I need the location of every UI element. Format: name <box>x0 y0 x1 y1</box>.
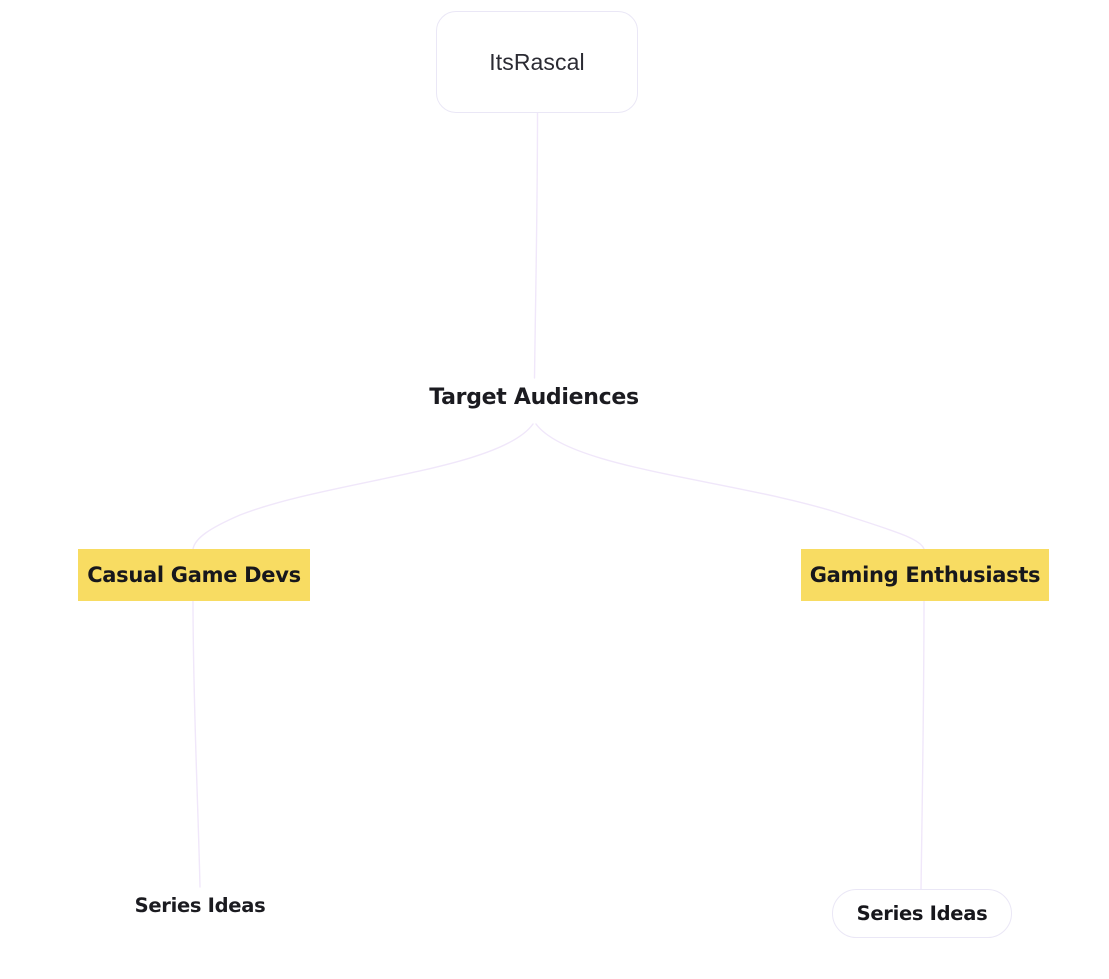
node-target-audiences[interactable]: Target Audiences <box>404 378 664 416</box>
edge-casual-to-series-left <box>192 600 201 888</box>
node-series-ideas-left[interactable]: Series Ideas <box>110 887 290 923</box>
node-series-ideas-right[interactable]: Series Ideas <box>832 889 1012 938</box>
node-target-audiences-label: Target Audiences <box>429 384 639 410</box>
node-series-ideas-left-label: Series Ideas <box>134 893 266 917</box>
node-gaming-enthusiasts[interactable]: Gaming Enthusiasts <box>801 549 1049 601</box>
node-root-label: ItsRascal <box>489 48 585 75</box>
edge-gaming-to-series-right <box>920 600 925 890</box>
node-casual-game-devs-label: Casual Game Devs <box>87 563 301 587</box>
node-casual-game-devs[interactable]: Casual Game Devs <box>78 549 310 601</box>
edge-target-to-gaming <box>535 423 925 550</box>
node-gaming-enthusiasts-label: Gaming Enthusiasts <box>809 563 1041 587</box>
edge-root-to-target <box>533 112 539 379</box>
node-series-ideas-right-label: Series Ideas <box>856 902 988 925</box>
node-root-itsrascal[interactable]: ItsRascal <box>436 11 638 113</box>
edge-target-to-casual <box>192 423 534 550</box>
